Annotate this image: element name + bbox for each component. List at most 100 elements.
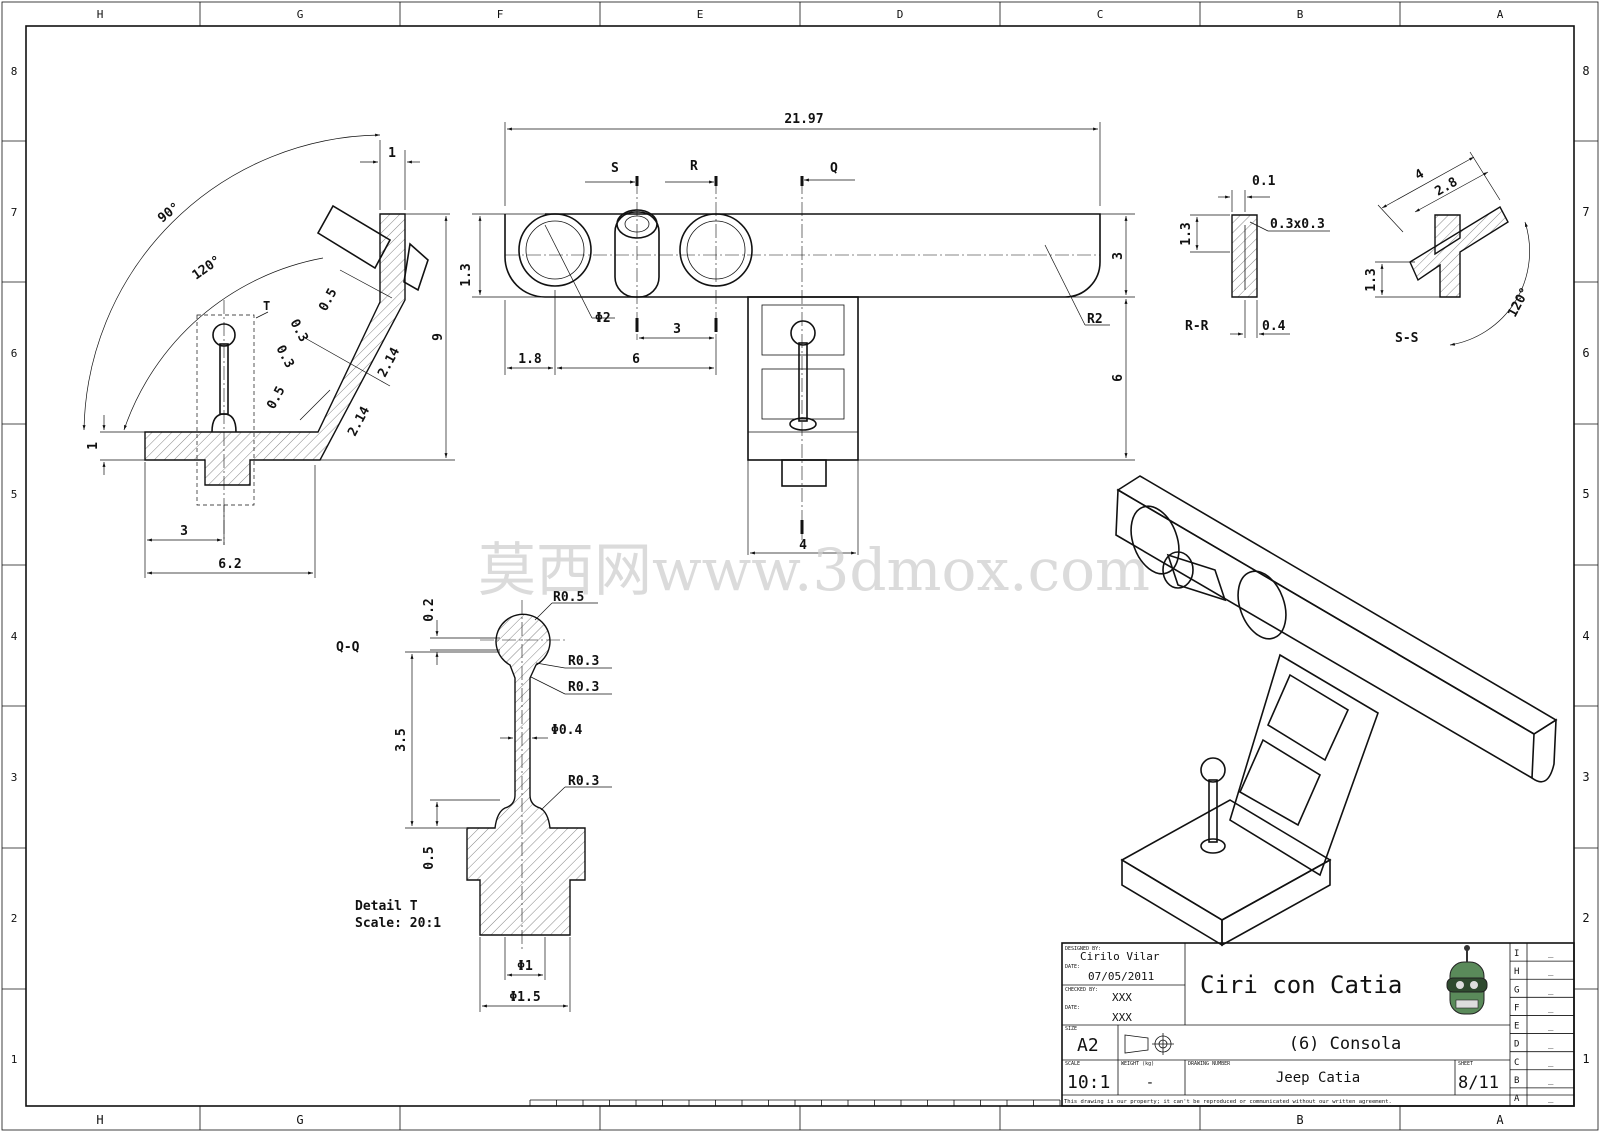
revision-letter: C	[1514, 1058, 1519, 1068]
dim-ss-2-8: 2.8	[1433, 175, 1461, 200]
designer-name: Cirilo Vilar	[1080, 950, 1160, 963]
col-label-top: B	[1297, 8, 1304, 21]
checked-by-label: CHECKED BY:	[1065, 987, 1098, 993]
revision-letter: D	[1514, 1040, 1519, 1050]
dim-0-3-lower: 0.3	[272, 343, 296, 371]
row-label-right: 2	[1582, 911, 1589, 925]
dim-qq-phi-0-4: Φ0.4	[551, 723, 582, 738]
angle-120: 120°	[190, 253, 224, 283]
col-label-bottom: A	[1496, 1113, 1504, 1127]
dim-qq-3-5: 3.5	[394, 728, 409, 751]
row-label-left: 8	[11, 65, 18, 78]
revision-letter: I	[1514, 949, 1519, 959]
dim-rr-0-1: 0.1	[1252, 174, 1276, 189]
checked-by: XXX	[1112, 991, 1132, 1004]
drawing-title: Ciri con Catia	[1200, 971, 1402, 999]
size-label: SIZE	[1065, 1026, 1077, 1032]
projection-symbol-icon	[1124, 1033, 1174, 1055]
col-label-top: E	[697, 8, 704, 21]
dim-9: 9	[431, 333, 446, 341]
part-name: (6) Consola	[1289, 1034, 1402, 1054]
design-date: 07/05/2011	[1088, 970, 1154, 983]
row-label-right: 5	[1582, 487, 1589, 501]
dim-qq-r0-3-b: R0.3	[568, 680, 599, 695]
section-marker-r: R	[690, 159, 698, 174]
dim-1-8: 1.8	[518, 352, 542, 367]
dim-3-side: 3	[180, 524, 188, 539]
revision-letter: B	[1514, 1076, 1519, 1086]
row-label-right: 7	[1582, 205, 1589, 219]
section-qq-label: Q-Q	[336, 640, 360, 655]
section-rr: 0.1 0.3x0.3 1.3 0.4 R-R	[1179, 174, 1330, 338]
drawing-scale: 10:1	[1067, 1072, 1110, 1093]
revision-value: _	[1548, 985, 1554, 995]
revision-value: _	[1548, 949, 1554, 959]
revision-value: _	[1548, 967, 1554, 977]
col-label-top: D	[897, 8, 904, 21]
scale-label: SCALE	[1065, 1061, 1080, 1067]
dim-1-top: 1	[388, 146, 396, 161]
row-label-right: 4	[1582, 629, 1589, 643]
revision-table: I_H_G_F_E_D_C_B_A_	[1514, 949, 1554, 1104]
row-label-right: 3	[1582, 770, 1589, 784]
dim-ss-120: 120°	[1505, 285, 1533, 320]
revision-value: _	[1548, 1058, 1554, 1068]
section-marker-q: Q	[830, 161, 838, 176]
robot-head-logo	[1446, 945, 1488, 1015]
dim-1-3: 1.3	[459, 263, 474, 286]
isometric-view	[1115, 475, 1558, 947]
col-label-top: A	[1497, 8, 1504, 21]
revision-letter: A	[1514, 1094, 1520, 1104]
dim-2-14-lower: 2.14	[345, 404, 373, 439]
label-phi-2: Φ2	[595, 311, 611, 326]
date-label: DATE:	[1065, 964, 1080, 970]
dim-qq-r0-3-c: R0.3	[568, 774, 599, 789]
sheet-size: A2	[1077, 1035, 1099, 1056]
dim-qq-phi-1-5: Φ1.5	[509, 990, 540, 1005]
revision-letter: H	[1514, 967, 1519, 977]
detail-marker-t: T	[263, 299, 270, 313]
dim-4: 4	[799, 538, 807, 553]
dim-rr-0-4: 0.4	[1262, 319, 1286, 334]
dim-qq-r0-5: R0.5	[553, 590, 584, 605]
label-r2: R2	[1087, 312, 1103, 327]
detail-caption: Detail T	[355, 899, 418, 914]
revision-value: _	[1548, 1076, 1554, 1086]
row-label-left: 6	[11, 347, 18, 360]
col-label-top: H	[97, 8, 104, 21]
dim-qq-r0-3-a: R0.3	[568, 654, 599, 669]
row-label-left: 3	[11, 771, 18, 784]
side-view: 90° 120° T 1 9 0.5 0.3 2.14 0.3 0.5 2.14…	[82, 133, 455, 578]
title-block: DESIGNED BY: Cirilo Vilar DATE: 07/05/20…	[1061, 942, 1575, 1107]
dim-3-mid: 3	[673, 322, 681, 337]
revision-letter: G	[1514, 985, 1519, 995]
dim-2-14-upper: 2.14	[375, 345, 403, 380]
dim-1-left: 1	[86, 442, 101, 450]
dim-3-right: 3	[1111, 252, 1126, 260]
dim-qq-phi-1: Φ1	[517, 959, 533, 974]
row-label-right: 6	[1582, 346, 1589, 360]
check-date: XXX	[1112, 1011, 1132, 1024]
col-label-bottom: G	[296, 1113, 303, 1127]
drawing-number: Jeep Catia	[1276, 1070, 1360, 1086]
row-label-left: 2	[11, 912, 18, 925]
col-label-top: C	[1097, 8, 1104, 21]
col-label-bottom: H	[96, 1113, 103, 1127]
row-label-left: 7	[11, 206, 18, 219]
dim-ss-4: 4	[1413, 166, 1427, 183]
row-label-left: 4	[11, 630, 18, 643]
date2-label: DATE:	[1065, 1005, 1080, 1011]
dim-qq-0-5: 0.5	[422, 846, 437, 869]
sheet-number: 8/11	[1458, 1073, 1499, 1093]
dim-0-3-upper: 0.3	[286, 317, 310, 345]
section-ss-label: S-S	[1395, 331, 1419, 346]
section-rr-label: R-R	[1185, 319, 1209, 334]
dim-6-2: 6.2	[218, 557, 241, 572]
dim-rr-1-3: 1.3	[1179, 222, 1194, 245]
revision-letter: F	[1514, 1003, 1519, 1013]
section-marker-s: S	[611, 161, 619, 176]
dim-0-5-upper: 0.5	[316, 286, 340, 314]
property-notice: This drawing is our property; it can't b…	[1064, 1099, 1392, 1105]
